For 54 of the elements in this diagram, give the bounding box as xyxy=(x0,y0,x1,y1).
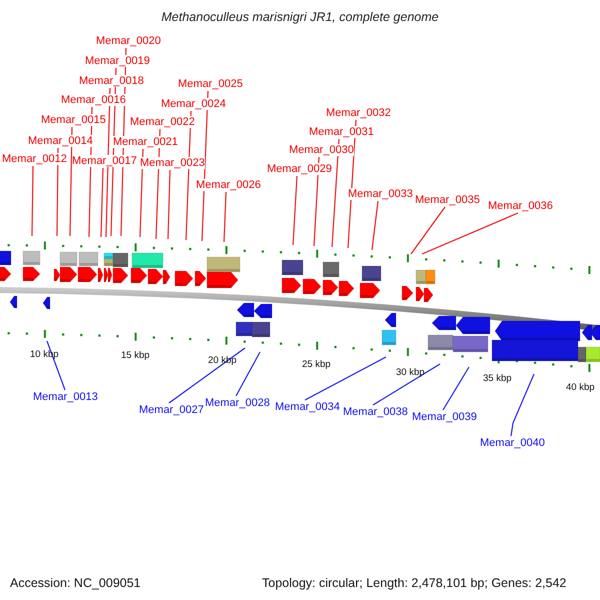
gene-label: Memar_0013 xyxy=(33,391,98,403)
gene-label: Memar_0026 xyxy=(196,179,261,191)
gene-label: Memar_0015 xyxy=(41,114,106,126)
gene-label: Memar_0018 xyxy=(79,75,144,87)
scale-label: 40 kbp xyxy=(566,382,595,393)
leader-line xyxy=(292,176,298,246)
gene-label: Memar_0021 xyxy=(113,136,178,148)
gene-label: Memar_0024 xyxy=(161,98,226,110)
gene-label: Memar_0023 xyxy=(140,157,205,169)
leader-line xyxy=(168,348,246,404)
gene-label: Memar_0039 xyxy=(412,411,477,423)
footer-text: Accession: NC_009051 xyxy=(10,576,141,590)
gene-label: Memar_0027 xyxy=(139,404,204,416)
gene-label: Memar_0032 xyxy=(326,107,391,119)
leader-line xyxy=(304,356,386,400)
scale-label: 25 kbp xyxy=(302,359,331,370)
leader-line xyxy=(313,156,320,246)
gene-label: Memar_0035 xyxy=(415,194,480,206)
gene-label: Memar_0014 xyxy=(28,135,93,147)
leader-line xyxy=(410,206,446,254)
gene-label: Memar_0030 xyxy=(289,144,354,156)
gene-label: Memar_0029 xyxy=(267,163,332,175)
gene-label: Memar_0016 xyxy=(61,94,126,106)
leader-line xyxy=(372,364,440,406)
gene-label: Memar_0022 xyxy=(130,116,195,128)
scale-label: 35 kbp xyxy=(483,373,512,384)
leader-line xyxy=(331,138,340,248)
leader-line xyxy=(442,366,470,410)
leader-line xyxy=(56,148,59,236)
gene-label: Memar_0033 xyxy=(348,188,413,200)
scale-label: 30 kbp xyxy=(396,367,425,378)
leader-line xyxy=(69,127,73,236)
scale-label: 15 kbp xyxy=(121,350,150,361)
leader-line xyxy=(167,170,171,240)
gene-label: Memar_0034 xyxy=(275,401,340,413)
gene-label: Memar_0028 xyxy=(205,397,270,409)
gene-label: Memar_0038 xyxy=(343,406,408,418)
gene-label: Memar_0040 xyxy=(480,437,545,449)
gene-label: Memar_0036 xyxy=(488,200,553,212)
gene-label: Memar_0017 xyxy=(72,155,137,167)
gene-label: Memar_0020 xyxy=(96,35,161,47)
gene-label: Memar_0025 xyxy=(178,78,243,90)
leader-line xyxy=(236,352,260,396)
gene-label: Memar_0019 xyxy=(85,55,150,67)
leader-line xyxy=(510,374,534,436)
leader-line xyxy=(100,168,104,238)
leader-line xyxy=(223,192,227,242)
gene-label: Memar_0012 xyxy=(2,153,67,165)
leader-line xyxy=(139,148,144,238)
footer-text: Topology: circular; Length: 2,478,101 bp; Genes: 2,542 xyxy=(262,576,566,590)
leader-line xyxy=(371,200,379,250)
gene-label: Memar_0031 xyxy=(309,126,374,138)
leader-line xyxy=(31,166,34,236)
leader-line xyxy=(422,212,518,254)
